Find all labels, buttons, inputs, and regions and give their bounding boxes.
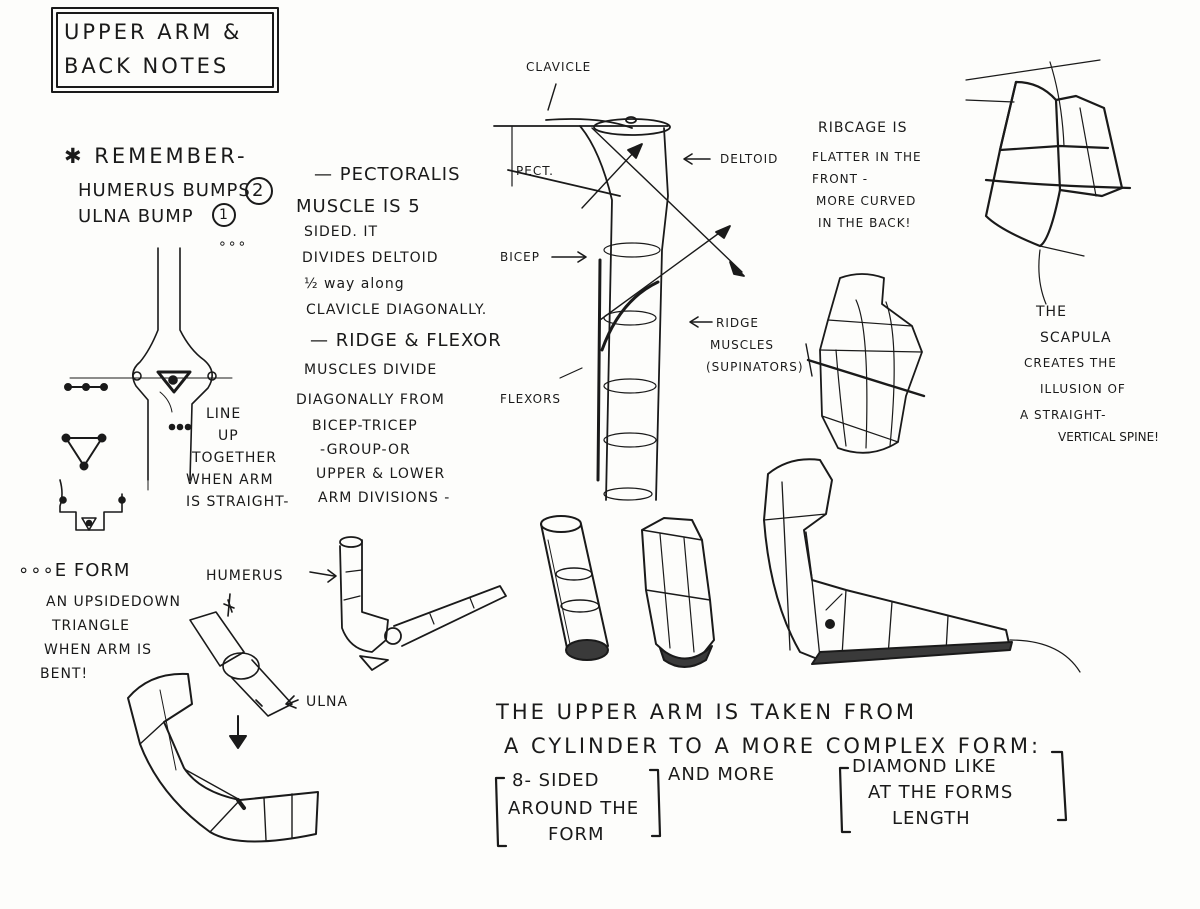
ridge-note-3: DIAGONALLY FROM <box>296 392 445 409</box>
scapula-note-5: A STRAIGHT- <box>1020 408 1106 423</box>
down-arrow-icon <box>230 716 246 748</box>
line-up-1: LINE <box>206 406 241 423</box>
line-up-3: TOGETHER <box>192 450 277 467</box>
pectoralis-note-5: ½ way along <box>304 276 405 293</box>
label-bicep: BICEP <box>500 250 540 265</box>
scapula-note-6: VERTICAL SPINE! <box>1058 430 1159 445</box>
humerus-ulna-sketch <box>340 537 506 670</box>
ribcage-note-4: MORE CURVED <box>816 194 916 209</box>
label-supinators: (SUPINATORS) <box>706 360 804 375</box>
ribcage-note-1: RIBCAGE IS <box>818 120 907 137</box>
ellipsis-dots: ∘∘∘ <box>218 236 247 253</box>
conclusion-form: FORM <box>548 824 605 846</box>
label-arrows <box>228 154 712 708</box>
conclusion-diamond-like: DIAMOND LIKE <box>852 756 997 778</box>
line-up-2: UP <box>218 428 239 445</box>
conclusion-length: LENGTH <box>892 808 971 830</box>
conclusion-and-more: AND MORE <box>668 764 775 786</box>
conclusion-line-1: THE UPPER ARM IS TAKEN FROM <box>496 700 917 724</box>
dots-line-icon <box>65 384 107 390</box>
pectoralis-note-6: CLAVICLE DIAGONALLY. <box>306 302 487 319</box>
conclusion-around-the: AROUND THE <box>508 798 639 820</box>
pectoralis-note-1: — PECTORALIS <box>314 164 461 186</box>
conclusion-eight-sided: 8- SIDED <box>512 770 600 792</box>
arm-cylinder-sketch <box>494 84 744 500</box>
line-up-5: IS STRAIGHT- <box>186 494 289 511</box>
bent-arm-complex-form <box>764 459 1080 672</box>
bent-arm-form-sketch <box>128 674 318 842</box>
muscle-diamond-form <box>806 274 924 453</box>
scapula-note-1: THE <box>1036 304 1067 321</box>
title-line-1: UPPER ARM & <box>64 20 242 44</box>
humerus-bumps-text: HUMERUS BUMPS <box>78 180 251 202</box>
ridge-note-5: -GROUP-OR <box>320 442 411 459</box>
scapula-note-4: ILLUSION OF <box>1040 382 1126 397</box>
dots-triangle-icon <box>63 435 106 470</box>
ribcage-sketch <box>966 60 1130 304</box>
label-ulna: ULNA <box>306 694 348 711</box>
ulna-bump-text: ULNA BUMP <box>78 206 194 228</box>
form-note-1: ∘∘∘E FORM <box>18 560 130 582</box>
label-flexors: FLEXORS <box>500 392 561 407</box>
ridge-note-6: UPPER & LOWER <box>316 466 445 483</box>
label-pect: PECT. <box>516 164 554 179</box>
ridge-note-2: MUSCLES DIVIDE <box>304 362 437 379</box>
label-humerus: HUMERUS <box>206 568 284 585</box>
form-note-5: BENT! <box>40 666 88 683</box>
ribcage-note-3: FRONT - <box>812 172 868 187</box>
form-note-2: AN UPSIDEDOWN <box>46 594 181 611</box>
humerus-bumps-count: 2 <box>252 180 264 202</box>
ribcage-note-2: FLATTER IN THE <box>812 150 922 165</box>
pectoralis-note-4: DIVIDES DELTOID <box>302 250 439 267</box>
faceted-cylinder-form <box>642 518 714 667</box>
form-note-3: TRIANGLE <box>52 618 130 635</box>
ridge-note-1: — RIDGE & FLEXOR <box>310 330 502 352</box>
scapula-note-2: SCAPULA <box>1040 330 1112 347</box>
bent-arm-bones <box>190 600 292 716</box>
cylinder-form <box>541 516 608 660</box>
form-note-4: WHEN ARM IS <box>44 642 152 659</box>
label-muscles: MUSCLES <box>710 338 774 353</box>
ridge-note-4: BICEP-TRICEP <box>312 418 418 435</box>
label-clavicle: CLAVICLE <box>526 60 591 75</box>
line-up-4: WHEN ARM <box>186 472 274 489</box>
conclusion-line-2: A CYLINDER TO A MORE COMPLEX FORM: <box>504 734 1041 758</box>
pectoralis-note-2: MUSCLE IS 5 <box>296 196 421 218</box>
conclusion-at-the-forms: AT THE FORMS <box>868 782 1013 804</box>
scapula-note-3: CREATES THE <box>1024 356 1117 371</box>
ulna-bump-count: 1 <box>219 207 229 224</box>
ridge-note-7: ARM DIVISIONS - <box>318 490 450 507</box>
label-deltoid: DELTOID <box>720 152 778 167</box>
pectoralis-note-3: SIDED. IT <box>304 224 378 241</box>
bent-elbow-bone-icon <box>60 480 125 530</box>
remember-heading: ✱ REMEMBER- <box>64 144 248 168</box>
title-line-2: BACK NOTES <box>64 54 229 78</box>
label-ridge: RIDGE <box>716 316 759 331</box>
ribcage-note-5: IN THE BACK! <box>818 216 911 231</box>
